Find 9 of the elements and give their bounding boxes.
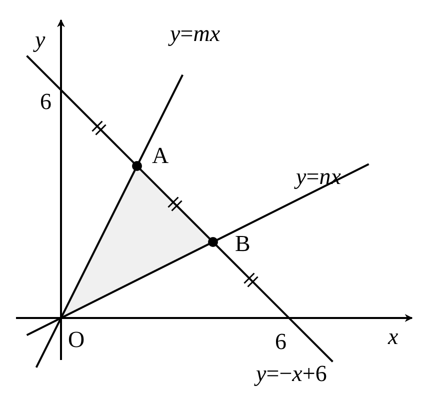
line-label: y=−x+6 <box>256 362 327 385</box>
point-label: A <box>152 144 169 167</box>
line-label: y=mx <box>170 22 220 45</box>
point-label: B <box>235 232 250 255</box>
axis-label: y <box>35 28 46 51</box>
axis-label: x <box>388 325 398 348</box>
origin-label: O <box>68 328 85 351</box>
tick-label: 6 <box>40 90 52 113</box>
tick-label: 6 <box>275 330 286 353</box>
